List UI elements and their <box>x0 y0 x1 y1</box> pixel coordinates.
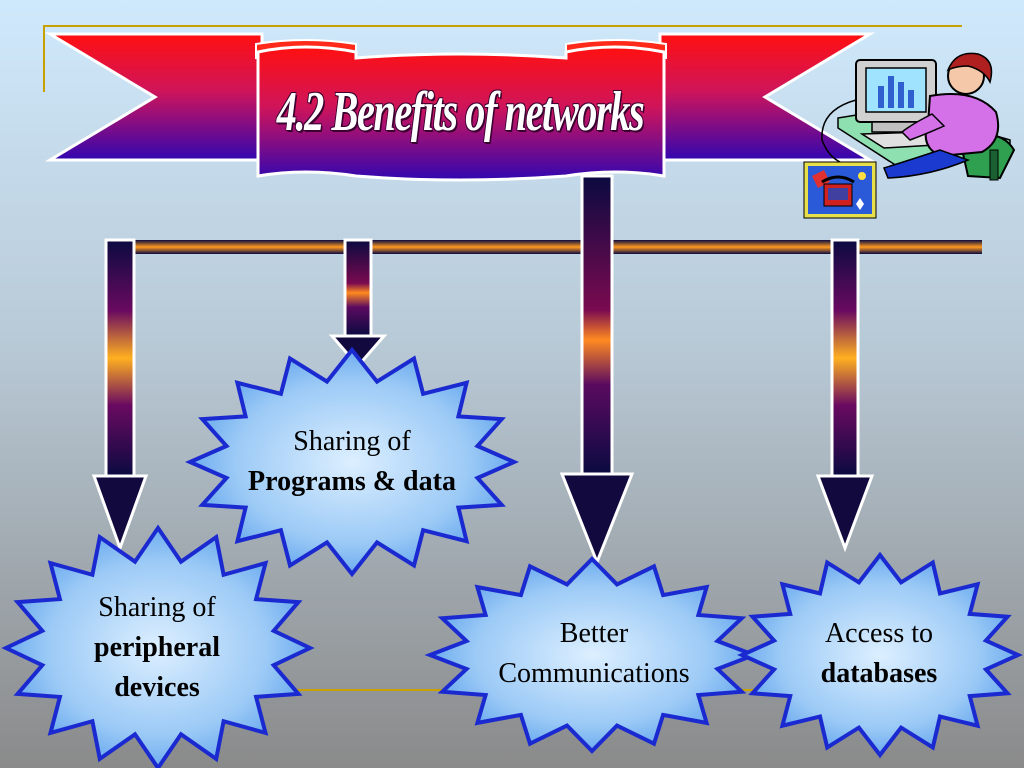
benefit-databases-line2: databases <box>820 658 938 689</box>
gold-frame-line <box>43 25 962 92</box>
benefit-communications: Better Communications <box>466 614 722 694</box>
arrow-programs <box>328 238 388 369</box>
benefit-peripheral-line3: devices <box>114 672 200 703</box>
benefit-databases: Access to databases <box>772 614 986 694</box>
star-programs <box>185 346 519 578</box>
benefit-communications-line2: Communications <box>498 658 690 689</box>
benefit-peripheral-line2: peripheral <box>94 632 220 663</box>
benefit-peripheral: Sharing of peripheral devices <box>52 588 262 708</box>
star-peripheral <box>1 524 315 768</box>
benefit-communications-line1: Better <box>559 618 629 649</box>
slide-title: 4.2 Benefits of networks <box>276 81 645 143</box>
benefit-databases-line1: Access to <box>824 618 934 649</box>
star-communications <box>424 556 760 754</box>
arrow-communications <box>559 174 635 567</box>
title-ribbon <box>44 32 876 182</box>
arrow-databases <box>815 238 875 553</box>
benefit-peripheral-line1: Sharing of <box>98 592 216 623</box>
arrow-peripheral <box>91 238 149 553</box>
person-at-computer-icon <box>821 52 1016 181</box>
phone-clipart-icon <box>803 161 877 219</box>
benefit-programs: Sharing of Programs & data <box>224 422 480 502</box>
star-databases <box>737 551 1023 759</box>
benefit-programs-line1: Sharing of <box>293 426 411 457</box>
benefit-programs-line2: Programs & data <box>248 466 456 497</box>
